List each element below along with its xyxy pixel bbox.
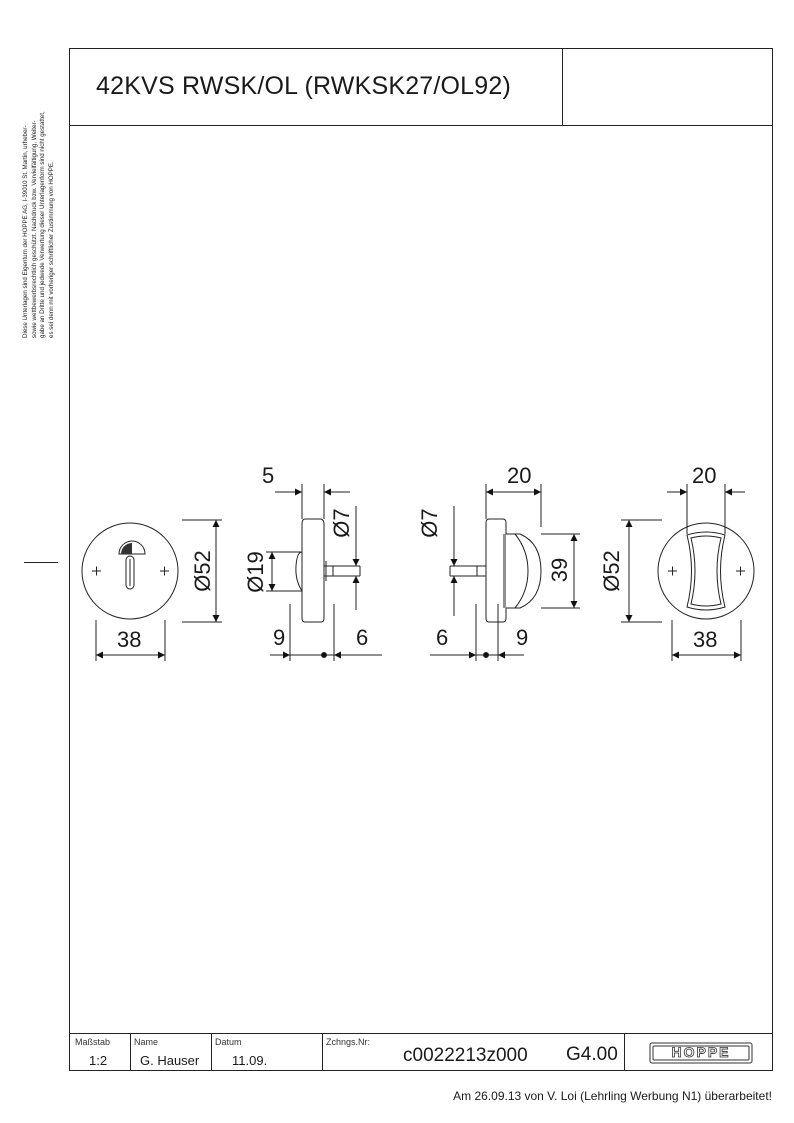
date-label: Datum [215, 1037, 242, 1047]
title-block-grid [69, 1033, 773, 1071]
format-code: G4.00 [566, 1044, 618, 1065]
view-side-turn [430, 484, 580, 661]
name-label: Name [134, 1037, 159, 1047]
hoppe-logo-text: HOPPE [671, 1044, 731, 1061]
dim-view3-right: 9 [516, 625, 529, 650]
dim-view2-pin-diameter: Ø7 [329, 508, 354, 538]
legal-notice: Diese Unterlagen sind Eigentum der HOPPE… [22, 38, 56, 338]
hoppe-logo [649, 1042, 753, 1064]
dim-view3-top: 20 [507, 463, 532, 488]
legal-line: Diese Unterlagen sind Eigentum der HOPPE… [22, 125, 29, 338]
revision-note: Am 26.09.13 von V. Loi (Lehrling Werbung… [453, 1089, 772, 1103]
scale-value: 1:2 [89, 1053, 108, 1068]
view-front-indicator [81, 519, 222, 661]
drawing-frame [24, 48, 773, 1071]
legal-line: es sei denn mit vorheriger schriftlicher… [47, 161, 55, 338]
dim-view4-diameter: Ø52 [599, 550, 624, 592]
dim-view2-left: 9 [273, 625, 286, 650]
view-side-indicator [266, 484, 382, 661]
dim-view2-right: 6 [356, 625, 369, 650]
dim-view1-width: 38 [117, 627, 142, 652]
name-value: G. Hauser [140, 1053, 200, 1068]
scale-label: Maßstab [75, 1037, 111, 1047]
dim-view2-top: 5 [262, 463, 275, 488]
dim-view3-pin-diameter: Ø7 [417, 508, 442, 538]
dim-view4-top: 20 [692, 463, 717, 488]
legal-line: gabe an Dritte und jedwede Verwertung di… [39, 111, 47, 338]
view-back-turn [621, 484, 755, 661]
dim-view1-diameter: Ø52 [190, 550, 215, 592]
drawing-number-label: Zchngs.Nr: [326, 1037, 371, 1047]
dim-view3-left: 6 [436, 625, 449, 650]
date-value: 11.09. [232, 1053, 268, 1068]
dim-view2-rose-diameter: Ø19 [243, 551, 268, 593]
page-title: 42KVS RWSK/OL (RWKSK27/OL92) [96, 72, 512, 100]
dim-view4-width: 38 [693, 627, 718, 652]
dim-view3-height: 39 [547, 557, 572, 583]
drawing-number-value: c0022213z000 [403, 1045, 528, 1066]
legal-line: sowie wettbewerbsrechtlich geschützt. Na… [30, 120, 38, 338]
